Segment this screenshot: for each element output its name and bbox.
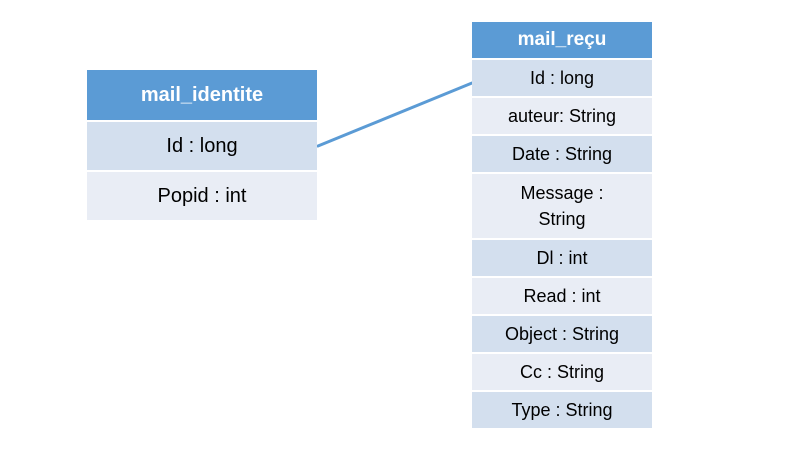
field-label: Dl : int [536, 247, 588, 268]
table-row: Cc : String [472, 352, 652, 390]
table-row: Id : long [87, 120, 317, 170]
table-row: Dl : int [472, 238, 652, 276]
field-label: Type : String [511, 399, 613, 420]
field-label: Date : String [511, 143, 613, 164]
field-label: Object : String [504, 323, 620, 344]
field-label: Id : long [529, 67, 595, 88]
field-label: Popid : int [157, 184, 247, 207]
field-label: Id : long [166, 134, 238, 157]
field-label: Message : String [520, 182, 604, 229]
table-header: mail_identite [87, 70, 317, 120]
table-row: Type : String [472, 390, 652, 428]
field-label: Read : int [523, 285, 601, 306]
field-label: auteur: String [507, 105, 617, 126]
table-row: Id : long [472, 58, 652, 96]
table-row: auteur: String [472, 96, 652, 134]
table-mail-recu: mail_reçu Id : long auteur: String Date … [472, 22, 652, 428]
field-label: Cc : String [519, 361, 605, 382]
table-title: mail_identite [140, 83, 264, 106]
table-title: mail_reçu [517, 29, 607, 50]
table-row: Message : String [472, 172, 652, 238]
table-mail-identite: mail_identite Id : long Popid : int [87, 70, 317, 220]
table-header: mail_reçu [472, 22, 652, 58]
table-row: Popid : int [87, 170, 317, 220]
table-row: Read : int [472, 276, 652, 314]
table-row: Object : String [472, 314, 652, 352]
table-row: Date : String [472, 134, 652, 172]
